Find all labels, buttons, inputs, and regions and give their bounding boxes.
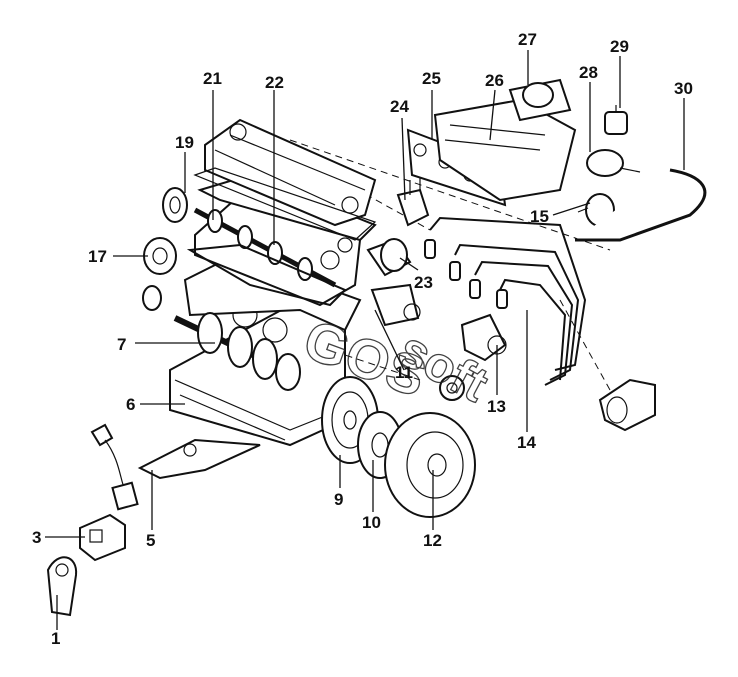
callout-24: 24 [390, 97, 409, 116]
callout-15: 15 [530, 207, 549, 226]
leader-lines [45, 50, 685, 630]
sensor-29 [604, 105, 628, 135]
callout-21: 21 [203, 69, 222, 88]
crank-pulley [143, 237, 177, 275]
idle-valve [586, 149, 641, 177]
spark-plug-wires [424, 216, 587, 386]
callout-12: 12 [423, 531, 442, 550]
ignition-coil [396, 178, 430, 227]
callout-29: 29 [610, 37, 629, 56]
callout-14: 14 [517, 433, 536, 452]
callout-13: 13 [487, 397, 506, 416]
head-gasket [186, 243, 347, 307]
oil-filter [366, 238, 412, 277]
callout-17: 17 [88, 247, 107, 266]
callout-23: 23 [414, 273, 433, 292]
crankshaft [173, 312, 301, 391]
crank-gear [142, 285, 162, 311]
mount-arm [46, 556, 78, 617]
pressure-plate [384, 412, 476, 518]
water-pump [370, 283, 421, 327]
callout-11: 11 [395, 363, 413, 382]
callout-9: 9 [334, 490, 343, 509]
starter-gear [439, 375, 465, 401]
callout-1: 1 [51, 629, 60, 648]
callout-5: 5 [146, 531, 155, 550]
callout-30: 30 [674, 79, 693, 98]
vacuum-hose [575, 168, 707, 242]
callout-6: 6 [126, 395, 135, 414]
callout-10: 10 [362, 513, 381, 532]
callout-7: 7 [117, 335, 126, 354]
distributor [460, 313, 507, 362]
cam-sprocket [162, 187, 188, 223]
callout-labels: 1 3 5 6 7 9 10 11 12 13 14 15 17 19 21 2… [32, 30, 693, 648]
mount-bracket [79, 513, 126, 562]
timing-cover [598, 378, 656, 432]
callout-28: 28 [579, 63, 598, 82]
callout-26: 26 [485, 71, 504, 90]
callout-27: 27 [518, 30, 537, 49]
engine-mount-bracket [137, 438, 261, 480]
callout-22: 22 [265, 73, 284, 92]
oil-level-sensor [90, 423, 139, 511]
callout-25: 25 [422, 69, 441, 88]
callout-3: 3 [32, 528, 41, 547]
callout-19: 19 [175, 133, 194, 152]
throttle-body [508, 78, 572, 122]
valve-cover [193, 118, 377, 241]
